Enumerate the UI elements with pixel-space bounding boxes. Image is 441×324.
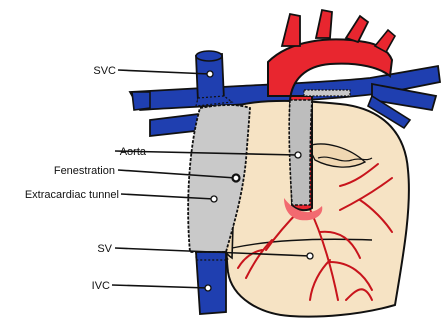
label-aorta: Aorta [120,146,147,158]
svc-vessel [196,51,232,106]
label-ivc: IVC [92,280,110,292]
labels: SVC Aorta Fenestration Extracardiac tunn… [25,65,147,292]
label-svc: SVC [93,65,116,77]
ivc-vessel [196,252,228,314]
label-sv: SV [97,243,112,255]
label-extracardiac-tunnel: Extracardiac tunnel [25,189,119,201]
label-fenestration: Fenestration [54,165,115,177]
